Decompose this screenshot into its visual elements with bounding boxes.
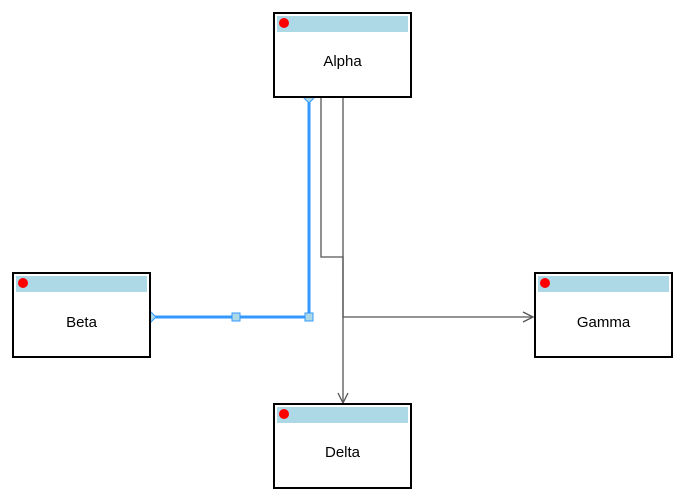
node-delta-label: Delta bbox=[325, 444, 361, 461]
node-gamma-label: Gamma bbox=[577, 314, 631, 331]
edge-alpha-beta-bend-handle[interactable] bbox=[304, 312, 314, 322]
nodes-layer: Alpha Beta Gamma Delta bbox=[12, 12, 673, 489]
node-delta[interactable]: Delta bbox=[273, 403, 412, 489]
node-beta-label: Beta bbox=[66, 314, 98, 331]
node-alpha[interactable]: Alpha bbox=[273, 12, 412, 98]
edge-alpha-beta-midpoint-handle[interactable] bbox=[231, 312, 241, 322]
node-gamma-header bbox=[538, 276, 669, 292]
node-beta[interactable]: Beta bbox=[12, 272, 151, 358]
node-beta-header bbox=[16, 276, 147, 292]
status-dot-icon bbox=[279, 409, 289, 419]
node-alpha-label: Alpha bbox=[323, 53, 362, 70]
status-dot-icon bbox=[279, 18, 289, 28]
status-dot-icon bbox=[540, 278, 550, 288]
node-alpha-header bbox=[277, 16, 408, 32]
node-gamma[interactable]: Gamma bbox=[534, 272, 673, 358]
node-delta-header bbox=[277, 407, 408, 423]
status-dot-icon bbox=[18, 278, 28, 288]
